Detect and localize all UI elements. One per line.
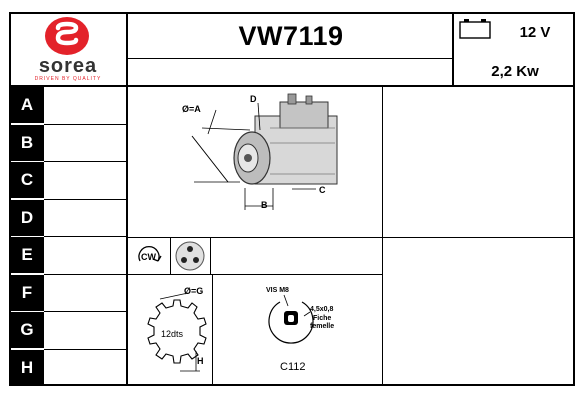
row-label-f: F bbox=[10, 275, 44, 311]
row-label-g: G bbox=[10, 312, 44, 348]
brand-logo: sorea DRIVEN BY QUALITY bbox=[14, 14, 122, 82]
rotation-arrow-icon bbox=[138, 245, 160, 262]
label-b: B bbox=[261, 200, 268, 210]
row-sep bbox=[44, 274, 126, 275]
body-divider-f bbox=[212, 274, 213, 386]
voltage-value: 12 V bbox=[519, 24, 551, 41]
brand-tagline: DRIVEN BY QUALITY bbox=[34, 76, 102, 82]
header-subline bbox=[126, 58, 452, 59]
row-sep bbox=[44, 161, 126, 162]
starter-drawing: Ø=A D C B bbox=[130, 88, 380, 234]
screw-label: VIS M8 bbox=[266, 287, 289, 294]
body-divider-right bbox=[382, 86, 383, 386]
label-diameter-a: Ø=A bbox=[182, 104, 201, 114]
connector-drawing: VIS M8 4,5x0,8 Fiche femelle C112 bbox=[214, 278, 380, 384]
row-label-b: B bbox=[10, 125, 44, 161]
header-bottom bbox=[9, 85, 575, 87]
header-divider-2 bbox=[452, 12, 454, 86]
body-divider-middle bbox=[126, 237, 575, 238]
rotation-label: CW bbox=[141, 252, 156, 262]
label-h: H bbox=[197, 356, 204, 366]
label-c: C bbox=[319, 185, 326, 195]
body-divider-lower bbox=[126, 274, 382, 275]
row-label-e: E bbox=[10, 237, 44, 273]
power-value: 2,2 Kw bbox=[491, 62, 539, 80]
outer-frame bbox=[9, 12, 575, 386]
flange-icon bbox=[174, 240, 206, 272]
row-label-d: D bbox=[10, 200, 44, 236]
row-sep bbox=[44, 236, 126, 237]
part-reference: VW7119 bbox=[238, 20, 344, 51]
battery-icon bbox=[458, 17, 494, 41]
row-sep bbox=[44, 349, 126, 350]
teeth-count: 12dts bbox=[161, 329, 184, 339]
connector-code: C112 bbox=[280, 361, 305, 373]
body-divider-e2 bbox=[210, 237, 211, 274]
body-divider-e1 bbox=[170, 237, 171, 274]
row-label-h: H bbox=[10, 350, 44, 386]
row-sep bbox=[44, 199, 126, 200]
rotation-direction: CW bbox=[132, 240, 166, 272]
row-label-a: A bbox=[10, 87, 44, 123]
row-label-c: C bbox=[10, 162, 44, 198]
brand-name: sorea bbox=[38, 55, 98, 77]
terminal-type: Fiche bbox=[313, 315, 331, 322]
row-sep bbox=[44, 124, 126, 125]
label-diameter-g: Ø=G bbox=[184, 286, 203, 296]
pinion-drawing: Ø=G 12dts H bbox=[130, 277, 210, 383]
header-divider-1 bbox=[126, 12, 128, 386]
row-sep bbox=[44, 311, 126, 312]
label-d: D bbox=[250, 94, 257, 104]
terminal-gender: femelle bbox=[310, 323, 334, 330]
terminal-size: 4,5x0,8 bbox=[310, 306, 333, 313]
